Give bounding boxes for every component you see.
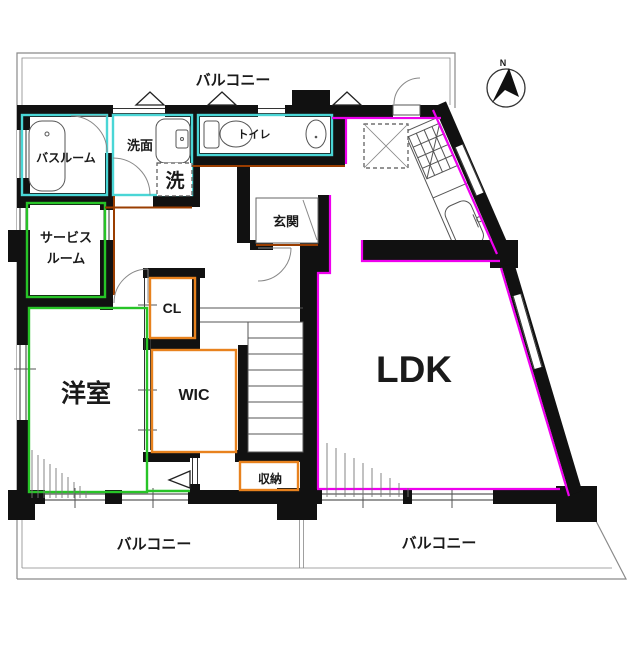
window-diagonal-upper bbox=[454, 144, 485, 196]
washbasin-icon bbox=[155, 118, 191, 164]
wic-label: WIC bbox=[178, 387, 210, 404]
fixtures bbox=[28, 118, 409, 197]
kitchen-sink-icon bbox=[444, 200, 484, 250]
window-diagonal-lower bbox=[512, 293, 543, 370]
wic-outline bbox=[150, 348, 238, 454]
doors bbox=[70, 77, 421, 489]
room-labels: バルコニー バスルーム 洗面 洗 トイレ サービス ルーム 玄関 CL WIC … bbox=[36, 72, 476, 553]
window-bottom-ldk-1 bbox=[322, 488, 403, 508]
window-left-bathroom bbox=[17, 130, 30, 178]
closet-label: CL bbox=[163, 300, 182, 316]
balcony-bottom-left-label: バルコニー bbox=[117, 536, 192, 553]
toilet-label: トイレ bbox=[238, 128, 271, 141]
window-bottom-western-1 bbox=[45, 488, 105, 508]
vent-markers bbox=[134, 91, 363, 106]
window-bottom-western-2 bbox=[122, 488, 188, 508]
walls bbox=[8, 90, 597, 522]
window-left-western-room bbox=[14, 345, 36, 420]
service-room-outline bbox=[25, 201, 107, 299]
western-room-outline bbox=[27, 306, 149, 494]
storage-outline bbox=[238, 460, 300, 492]
service-room-label-1: サービス bbox=[40, 230, 92, 245]
entrance-label: 玄関 bbox=[273, 214, 299, 229]
storage-label: 収納 bbox=[258, 471, 282, 486]
ceiling-hatch-ldk bbox=[326, 443, 409, 497]
compass-north-label: N bbox=[500, 58, 507, 68]
bathroom-label: バスルーム bbox=[36, 151, 96, 165]
western-room-label: 洋室 bbox=[61, 379, 111, 408]
ceiling-hatch-western-room bbox=[31, 450, 87, 498]
toilet-outline bbox=[196, 113, 334, 157]
laundry-label: 洗 bbox=[165, 169, 184, 192]
stairs bbox=[200, 307, 304, 453]
toilet-basin-icon bbox=[305, 119, 327, 149]
bathtub-icon bbox=[28, 120, 66, 192]
closet-outline bbox=[148, 276, 197, 340]
entrance-door bbox=[255, 197, 319, 244]
balcony-top-label: バルコニー bbox=[196, 72, 271, 89]
compass-north-icon: N bbox=[486, 58, 526, 108]
balcony-door bbox=[392, 77, 421, 117]
room-accents bbox=[20, 109, 571, 497]
sliding-door-service bbox=[100, 210, 113, 240]
windows bbox=[14, 105, 543, 508]
sliding-door-wic bbox=[190, 458, 200, 484]
toilet-icon bbox=[203, 120, 253, 149]
washroom-label: 洗面 bbox=[127, 138, 153, 153]
refrigerator-space bbox=[363, 123, 409, 169]
balcony-bottom-right-label: バルコニー bbox=[402, 535, 477, 552]
opening-marker bbox=[167, 470, 191, 489]
ldk-label: LDK bbox=[376, 349, 452, 390]
washroom-outline bbox=[111, 113, 194, 197]
service-room-label-2: ルーム bbox=[47, 251, 86, 266]
bathroom-outline bbox=[20, 113, 109, 197]
window-bottom-ldk-2 bbox=[412, 488, 493, 508]
laundry-space bbox=[156, 162, 193, 197]
